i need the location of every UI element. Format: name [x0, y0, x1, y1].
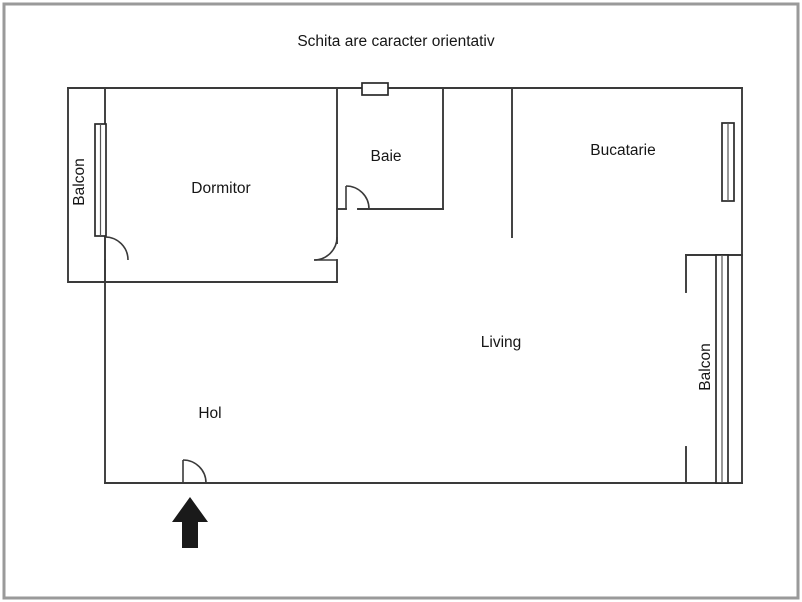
- door-baie: [345, 185, 370, 210]
- window-baie: [361, 82, 389, 96]
- room-label-bucatarie: Bucatarie: [590, 142, 655, 159]
- room-label-living: Living: [481, 334, 522, 351]
- wall-balcon-left-outer: [67, 87, 106, 283]
- plan-title-note: Schita are caracter orientativ: [297, 33, 495, 50]
- room-label-baie: Baie: [370, 148, 401, 165]
- room-label-dormitor: Dormitor: [191, 180, 250, 197]
- room-label-balcon-left: Balcon: [71, 158, 88, 205]
- room-label-hol: Hol: [198, 405, 221, 422]
- door-balcon-left: [104, 236, 129, 283]
- entrance-arrow: [172, 497, 208, 548]
- room-label-balcon-right: Balcon: [697, 343, 714, 390]
- door-entry: [182, 459, 207, 484]
- window-bucatarie: [721, 122, 735, 202]
- window-balcon-left: [94, 123, 107, 237]
- window-balcon-right: [715, 254, 729, 484]
- door-dormitor: [313, 236, 338, 261]
